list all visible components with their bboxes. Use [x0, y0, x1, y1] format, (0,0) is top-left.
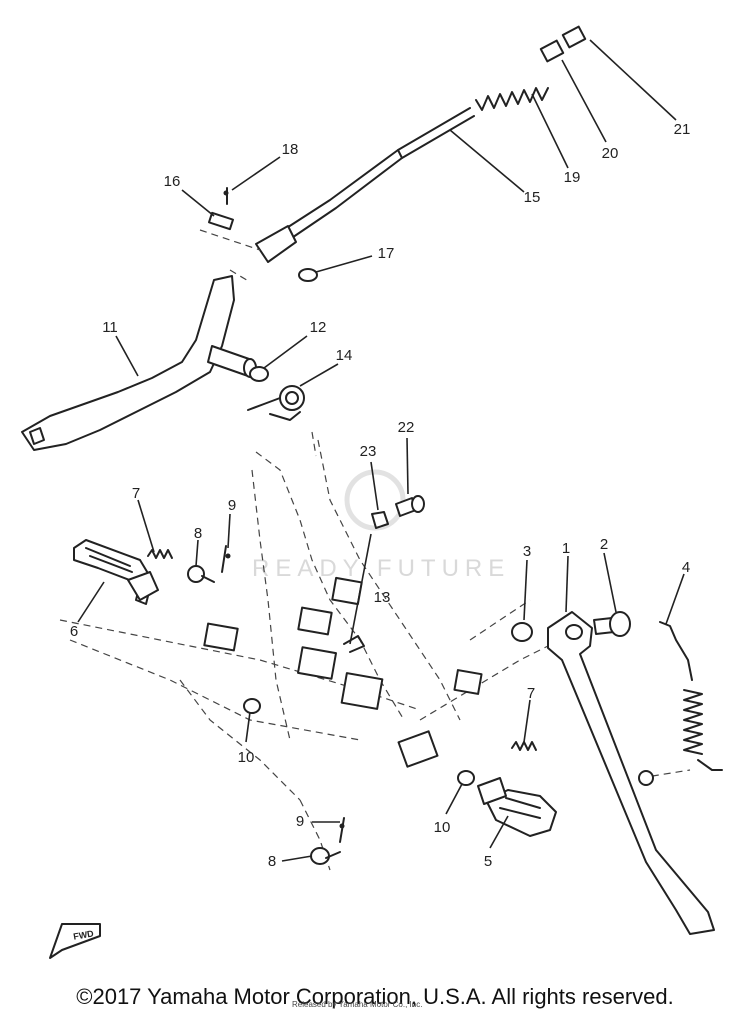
sub-credit: Released by Yamaha Motor Co., Inc.	[292, 1000, 423, 1009]
callout-13: 13	[374, 589, 391, 606]
callout-10a: 10	[238, 749, 255, 766]
callout-2: 2	[600, 536, 608, 553]
callout-8b: 8	[268, 853, 276, 870]
leader-dots	[223, 190, 345, 829]
callout-22: 22	[398, 419, 415, 436]
callout-12: 12	[310, 319, 327, 336]
callout-labels: 1 2 3 4 5 6 7 7 8 8 9 9 10 10 11 12 13 1…	[70, 121, 691, 870]
callout-19: 19	[564, 169, 581, 186]
fwd-arrow-icon: FWD	[49, 923, 101, 959]
callout-18: 18	[282, 141, 299, 158]
callout-1: 1	[562, 540, 570, 557]
leader-lines	[77, 39, 685, 862]
callout-5: 5	[484, 853, 492, 870]
callout-9b: 9	[296, 813, 304, 830]
frame-outline	[59, 229, 691, 871]
callout-8a: 8	[194, 525, 202, 542]
callout-23: 23	[360, 443, 377, 460]
callout-11: 11	[102, 319, 118, 336]
callout-6: 6	[70, 623, 78, 640]
callout-9a: 9	[228, 497, 236, 514]
side-stand-assembly	[343, 495, 723, 935]
footrest-assembly	[73, 539, 557, 865]
callout-7b: 7	[527, 685, 535, 702]
svg-text:READY FUTURE: READY FUTURE	[252, 555, 510, 582]
callout-15: 15	[524, 189, 541, 206]
svg-text:FWD: FWD	[73, 928, 95, 941]
callout-14: 14	[336, 347, 353, 364]
callout-10b: 10	[434, 819, 451, 836]
brake-pedal-assembly	[21, 25, 587, 451]
callout-4: 4	[682, 559, 690, 576]
callout-21: 21	[674, 121, 691, 138]
callout-20: 20	[602, 145, 619, 162]
copyright-notice: ©2017 Yamaha Motor Corporation, U.S.A. A…	[76, 984, 674, 1009]
callout-17: 17	[378, 245, 395, 262]
callout-7a: 7	[132, 485, 140, 502]
callout-3: 3	[523, 543, 531, 560]
callout-16: 16	[164, 173, 181, 190]
